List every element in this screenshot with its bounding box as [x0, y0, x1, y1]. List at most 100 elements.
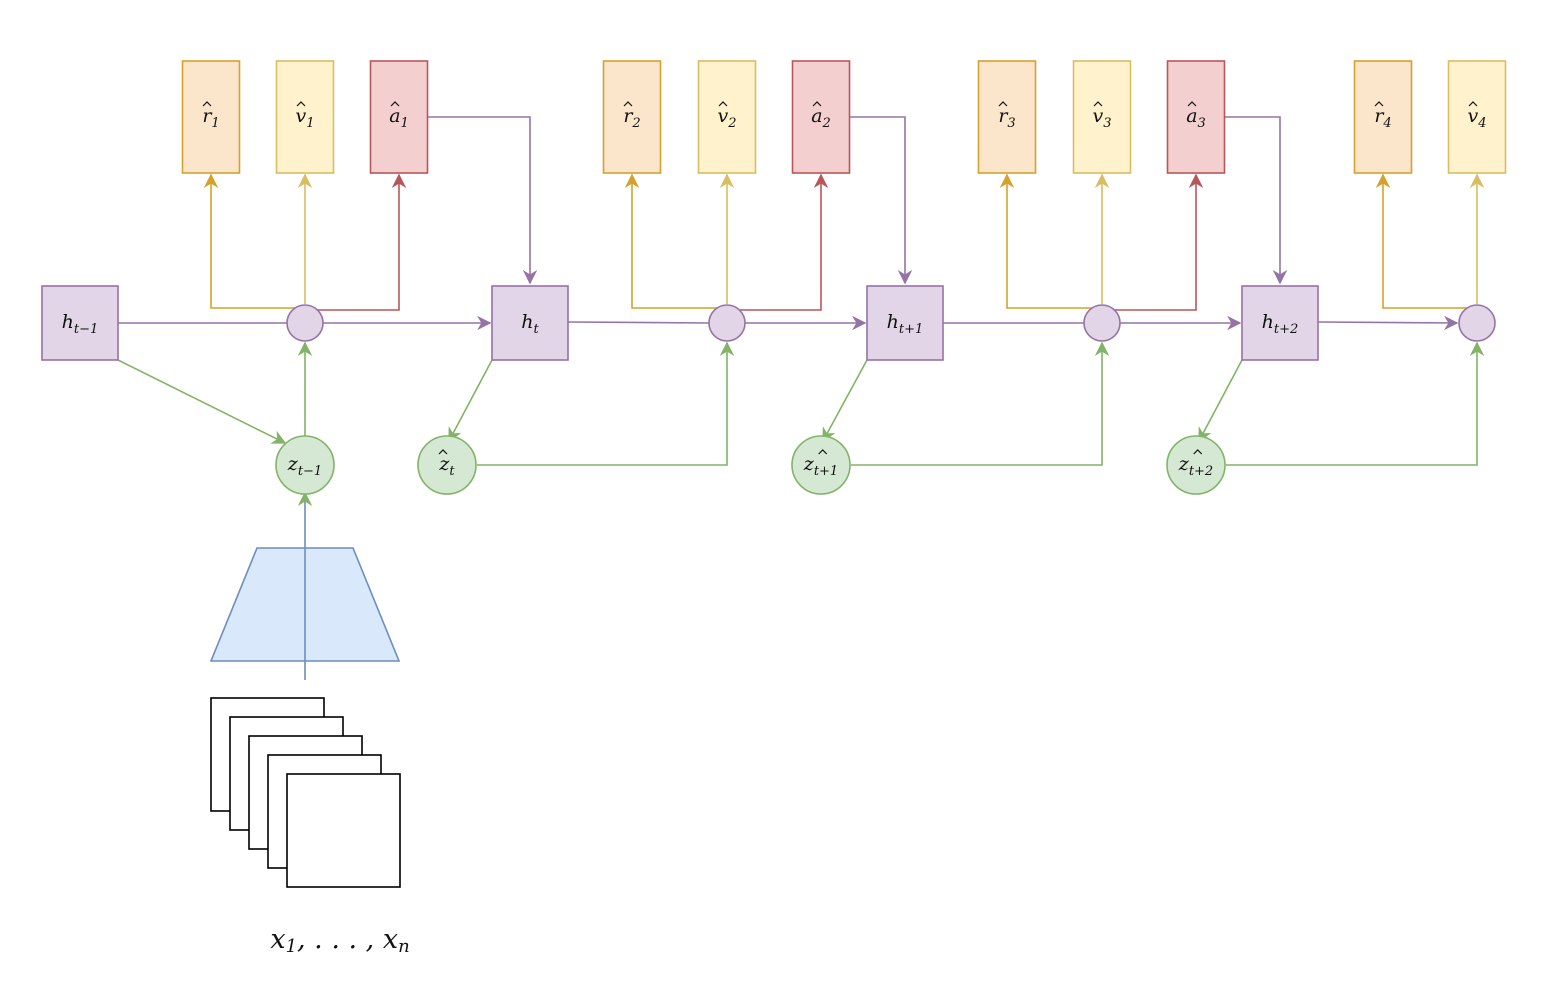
hidden-state-box [1241, 285, 1319, 361]
math-label: a3 [1186, 105, 1206, 131]
edge-h-to-latent [448, 359, 493, 443]
math-label: ht+1 [887, 311, 924, 337]
hat-accent [296, 101, 306, 107]
math-label: a1 [389, 105, 409, 131]
observation-frame [286, 773, 401, 888]
reward-head-1-box [181, 60, 241, 174]
merge-node [708, 304, 746, 342]
encoder-layer: x1, . . . , xn [209, 491, 410, 958]
latent-node [417, 435, 477, 495]
edge-h-to-latent [117, 359, 287, 444]
latent-2: zt+1 [791, 435, 851, 495]
hidden-state-box [491, 285, 569, 361]
math-label: ht+2 [1262, 311, 1299, 337]
merge-node [1458, 304, 1496, 342]
hidden-state-1: ht [491, 285, 569, 361]
edge-action-to-h [1225, 116, 1288, 285]
hat-accent [998, 101, 1008, 107]
math-label: v4 [1467, 105, 1486, 131]
edge-merge-to-action [1114, 173, 1204, 311]
reward-head-2-box [602, 60, 662, 174]
value-head-1-box [275, 60, 335, 174]
math-label: r4 [1374, 105, 1391, 131]
value-head-1: v1 [275, 60, 335, 174]
value-head-3: v3 [1072, 60, 1132, 174]
action-head-2: a2 [791, 60, 851, 174]
value-head-3-box [1072, 60, 1132, 174]
action-head-2-box [791, 60, 851, 174]
math-label: v1 [295, 105, 314, 131]
edge-latent-to-merge [1226, 341, 1485, 466]
edge-h-to-latent [822, 359, 868, 443]
hidden-state-0: ht−1 [41, 285, 119, 361]
reward-head-4-box [1353, 60, 1413, 174]
hat-accent [818, 449, 828, 455]
value-head-2: v2 [697, 60, 757, 174]
action-head-1-box [369, 60, 429, 174]
latent-1: zt [417, 435, 477, 495]
hat-accent [1187, 101, 1197, 107]
hat-accent [202, 101, 212, 107]
hat-accent [390, 101, 400, 107]
math-label: zt+1 [803, 453, 838, 479]
hidden-state-2: ht+1 [866, 285, 944, 361]
math-label: ht−1 [62, 311, 99, 337]
edge-merge-to-reward [999, 173, 1102, 309]
merge-node [1083, 304, 1121, 342]
edge-merge-to-reward [203, 173, 305, 309]
hat-accent [1374, 101, 1384, 107]
math-label: r3 [998, 105, 1015, 131]
latent-node [1166, 435, 1226, 495]
hidden-state-box [866, 285, 944, 361]
hat-accent [1193, 449, 1203, 455]
latent-3: zt+2 [1166, 435, 1226, 495]
reward-head-4: r4 [1353, 60, 1413, 174]
math-label: v2 [717, 105, 736, 131]
nodes-layer: ht−1 ht ht+1 ht+2 zt−1 zt zt+1 zt+2 r1 r2 r3 r4 v1 v2… [41, 60, 1507, 495]
action-head-3-box [1166, 60, 1226, 174]
math-label: r1 [202, 105, 219, 131]
math-label: a2 [811, 105, 831, 131]
edge-merge-to-reward [624, 173, 727, 309]
hat-accent [718, 101, 728, 107]
math-label: zt−1 [287, 453, 322, 479]
reward-head-3-box [977, 60, 1037, 174]
value-head-2-box [697, 60, 757, 174]
reward-head-1: r1 [181, 60, 241, 174]
edge-merge-to-action [739, 173, 829, 311]
edge-action-to-h [428, 116, 538, 285]
edge-latent-to-merge [477, 341, 735, 466]
math-label: ht [521, 311, 539, 337]
edges-layer [117, 116, 1485, 466]
edge-merge-to-reward [1375, 173, 1477, 309]
edge-h-to-merge [567, 321, 710, 324]
latent-node [275, 435, 335, 495]
action-head-1: a1 [369, 60, 429, 174]
merge-node [286, 304, 324, 342]
hat-accent [623, 101, 633, 107]
edge-action-to-h [850, 116, 913, 285]
edge-h-to-latent [1198, 359, 1243, 443]
observations-label: x1, . . . , xn [270, 924, 409, 958]
value-head-4-box [1447, 60, 1507, 174]
hat-accent [1093, 101, 1103, 107]
math-label: zt+2 [1178, 453, 1213, 479]
action-head-3: a3 [1166, 60, 1226, 174]
reward-head-2: r2 [602, 60, 662, 174]
hat-accent [1468, 101, 1478, 107]
edge-latent-to-merge [851, 341, 1110, 466]
latent-0: zt−1 [275, 435, 335, 495]
math-label: v3 [1092, 105, 1111, 131]
edge-h-to-merge [1317, 315, 1459, 331]
hidden-state-box [41, 285, 119, 361]
math-label: zt [438, 453, 455, 479]
hat-accent [812, 101, 822, 107]
hidden-state-3: ht+2 [1241, 285, 1319, 361]
value-head-4: v4 [1447, 60, 1507, 174]
edge-merge-to-action [317, 173, 407, 311]
latent-node [791, 435, 851, 495]
math-label: r2 [623, 105, 640, 131]
reward-head-3: r3 [977, 60, 1037, 174]
hat-accent [438, 449, 448, 455]
